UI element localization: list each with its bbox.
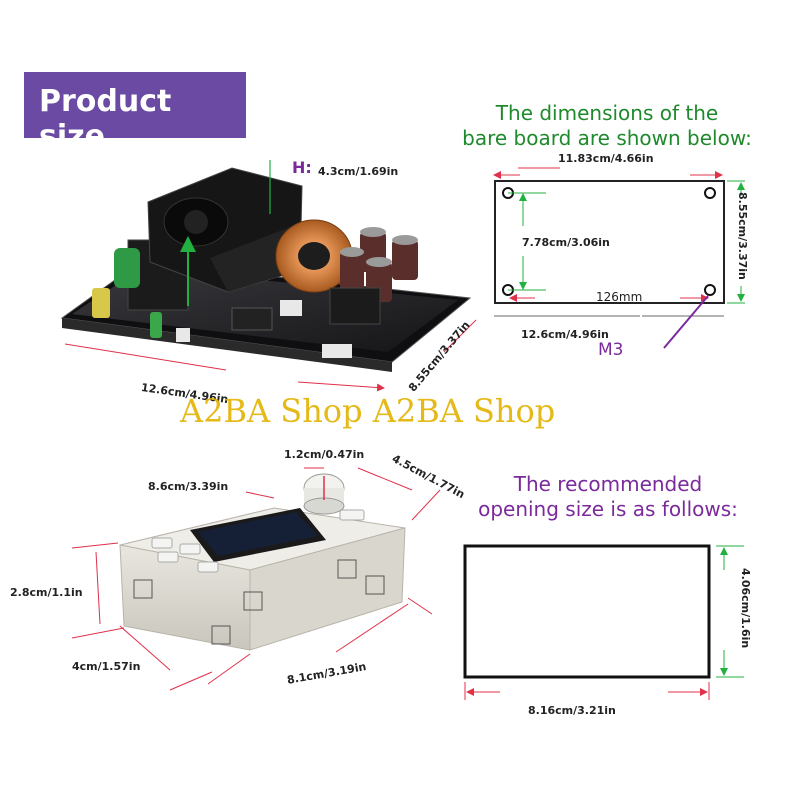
lcd-screen [190, 508, 326, 562]
board-height-label: 4.3cm/1.69in [318, 165, 399, 178]
module-height-label: 2.8cm/1.1in [10, 586, 83, 599]
bare-board-drawing [493, 167, 745, 349]
green-inductor [114, 248, 140, 288]
depth-dimension-line [443, 319, 477, 353]
fan-heatsink [147, 167, 303, 293]
yellow-capacitor [92, 288, 110, 318]
hole-horizontal-label: 126mm [596, 290, 643, 304]
electrolytic-capacitors [340, 227, 418, 302]
heatsink-fins [210, 224, 300, 292]
controller-chip [231, 307, 273, 331]
watermark: A2BA Shop A2BA Shop [180, 392, 556, 430]
mount-hole-bottom-right [704, 284, 716, 296]
bare-board-bottom-label: 12.6cm/4.96in [521, 328, 609, 341]
hole-vertical-label: 7.78cm/3.06in [522, 236, 610, 249]
fan-hub [184, 210, 208, 234]
bottom-connector [322, 344, 352, 358]
bare-board-heading: The dimensions of the bare board are sho… [452, 101, 762, 151]
product-size-banner: Product size [24, 72, 246, 154]
bare-board-heading-line2: bare board are shown below: [462, 126, 752, 150]
opening-width-label: 8.16cm/3.21in [528, 704, 616, 717]
opening-heading: The recommended opening size is as follo… [450, 472, 766, 522]
button-1 [151, 537, 173, 549]
module-width-label: 8.6cm/3.39in [148, 480, 229, 493]
green-capacitor [150, 312, 162, 338]
button-5 [339, 509, 365, 521]
display-module-illustration [119, 473, 406, 651]
bare-board-outline [494, 180, 725, 304]
mount-hole-top-right [704, 187, 716, 199]
opening-outline [463, 544, 711, 679]
screw-label: M3 [598, 340, 624, 360]
white-connector [280, 300, 302, 316]
bare-board-heading-line1: The dimensions of the [495, 101, 719, 125]
opening-heading-line1: The recommended [513, 472, 703, 496]
screw-pointer [663, 295, 709, 349]
pcb-edge [62, 318, 392, 372]
bare-board-width-label: 11.83cm/4.66in [558, 152, 654, 165]
module-side-face [249, 527, 406, 651]
opening-heading-line2: opening size is as follows: [478, 497, 738, 521]
opening-height-label: 4.06cm/1.6in [739, 568, 752, 649]
opening-drawing [463, 544, 744, 700]
banner-title: Product size [39, 84, 172, 154]
module-body-depth-label: 4cm/1.57in [72, 660, 141, 673]
pcb-board-illustration [60, 160, 472, 372]
button-2 [157, 551, 179, 563]
height-label-prefix: H: [292, 158, 312, 177]
button-3 [179, 543, 201, 555]
button-4 [197, 561, 219, 573]
bare-board-height-label: 8.55cm/3.37in [736, 192, 749, 280]
small-connector [176, 328, 190, 342]
knob-label: 1.2cm/0.47in [284, 448, 365, 461]
right-heatsink [329, 287, 381, 325]
length-dimension-line [64, 343, 227, 371]
